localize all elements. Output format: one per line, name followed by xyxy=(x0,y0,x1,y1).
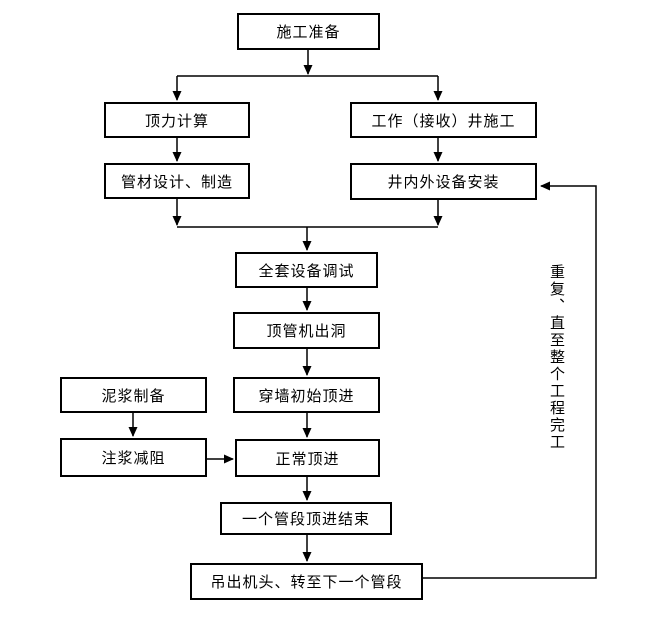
flow-node-mud-prep: 泥浆制备 xyxy=(60,377,207,413)
repeat-loop-note: 重复、直至整个工程完工 xyxy=(548,264,565,451)
flow-node-equip-debug: 全套设备调试 xyxy=(235,252,378,288)
flow-node-normal-jack: 正常顶进 xyxy=(235,439,380,477)
flow-node-prep: 施工准备 xyxy=(237,13,380,50)
flow-node-grout-drag: 注浆减阻 xyxy=(60,438,207,477)
flow-node-well-constr: 工作（接收）井施工 xyxy=(350,102,537,138)
flow-node-equip-install: 井内外设备安装 xyxy=(350,163,537,200)
flow-node-section-end: 一个管段顶进结束 xyxy=(220,502,392,535)
flow-node-initial-jack: 穿墙初始顶进 xyxy=(233,377,380,413)
flow-node-lift-head: 吊出机头、转至下一个管段 xyxy=(190,563,423,600)
flow-node-force-calc: 顶力计算 xyxy=(104,102,250,138)
flow-node-machine-out: 顶管机出洞 xyxy=(233,312,380,349)
flow-node-pipe-design: 管材设计、制造 xyxy=(104,163,250,199)
